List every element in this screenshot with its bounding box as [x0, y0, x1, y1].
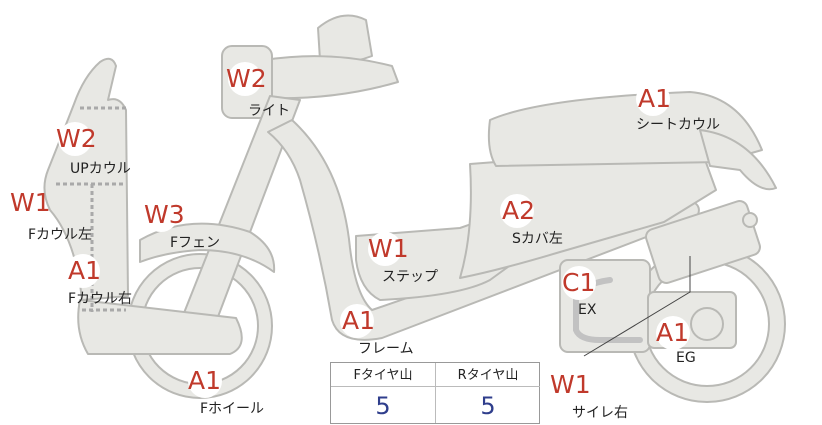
grade-text: W1	[550, 370, 591, 399]
grade-badge	[340, 304, 374, 338]
grade-badge	[552, 368, 586, 402]
part-name: シートカウル	[636, 117, 720, 133]
grade-badge	[562, 266, 596, 300]
grade-text: A1	[638, 84, 672, 113]
grade-text: W1	[368, 234, 409, 263]
part-name: ライト	[248, 103, 290, 119]
grade-badge	[500, 194, 534, 228]
table-divider	[435, 363, 436, 423]
front-tread-header: Fタイヤ山	[331, 365, 435, 387]
grade-text: C1	[562, 268, 596, 297]
tread-table: Fタイヤ山 Rタイヤ山 5 5	[330, 362, 540, 424]
grade-badge	[368, 232, 402, 266]
front-fender	[139, 222, 276, 273]
part-name: Fカウル左	[28, 227, 93, 243]
grade-badge	[656, 316, 690, 350]
grade-badge	[188, 364, 222, 398]
grade-text: W1	[10, 188, 51, 217]
front-floor	[77, 299, 243, 355]
head-unit	[264, 55, 399, 100]
seat	[487, 91, 763, 167]
part-name: EX	[578, 302, 597, 318]
front-cowl	[43, 57, 129, 301]
part-name: Fホイール	[200, 401, 265, 417]
rear-tread-value: 5	[480, 392, 496, 420]
grade-text: W2	[56, 124, 97, 153]
grade-badge	[636, 82, 670, 116]
engine-hub	[690, 307, 724, 341]
part-name: サイレ右	[572, 405, 628, 421]
grade-text: A2	[502, 196, 536, 225]
grade-text: W2	[226, 64, 267, 93]
part-name: Fフェン	[170, 235, 221, 251]
grade-text: A1	[188, 366, 222, 395]
part-name: EG	[676, 350, 696, 366]
grade-badge	[144, 198, 178, 232]
part-name: Fカウル右	[68, 291, 133, 307]
front-tread-value: 5	[375, 392, 391, 420]
part-name: Sカバ左	[512, 231, 563, 247]
muffler-leader-line	[583, 256, 691, 357]
part-name: UPカウル	[70, 161, 131, 177]
side-cover	[459, 145, 717, 279]
part-name: フレーム	[358, 341, 414, 357]
muffler-cap	[742, 212, 758, 228]
part-name: ステップ	[382, 269, 438, 285]
grade-text: W3	[144, 200, 185, 229]
grade-text: A1	[656, 318, 690, 347]
grade-badge	[58, 122, 92, 156]
grade-badge	[228, 62, 262, 96]
grade-badge	[66, 254, 100, 288]
grade-text: A1	[342, 306, 376, 335]
grade-text: A1	[68, 256, 102, 285]
grade-badge	[8, 186, 42, 220]
rear-tread-header: Rタイヤ山	[436, 365, 540, 387]
seat-tail	[699, 129, 777, 191]
windscreen	[317, 14, 373, 64]
